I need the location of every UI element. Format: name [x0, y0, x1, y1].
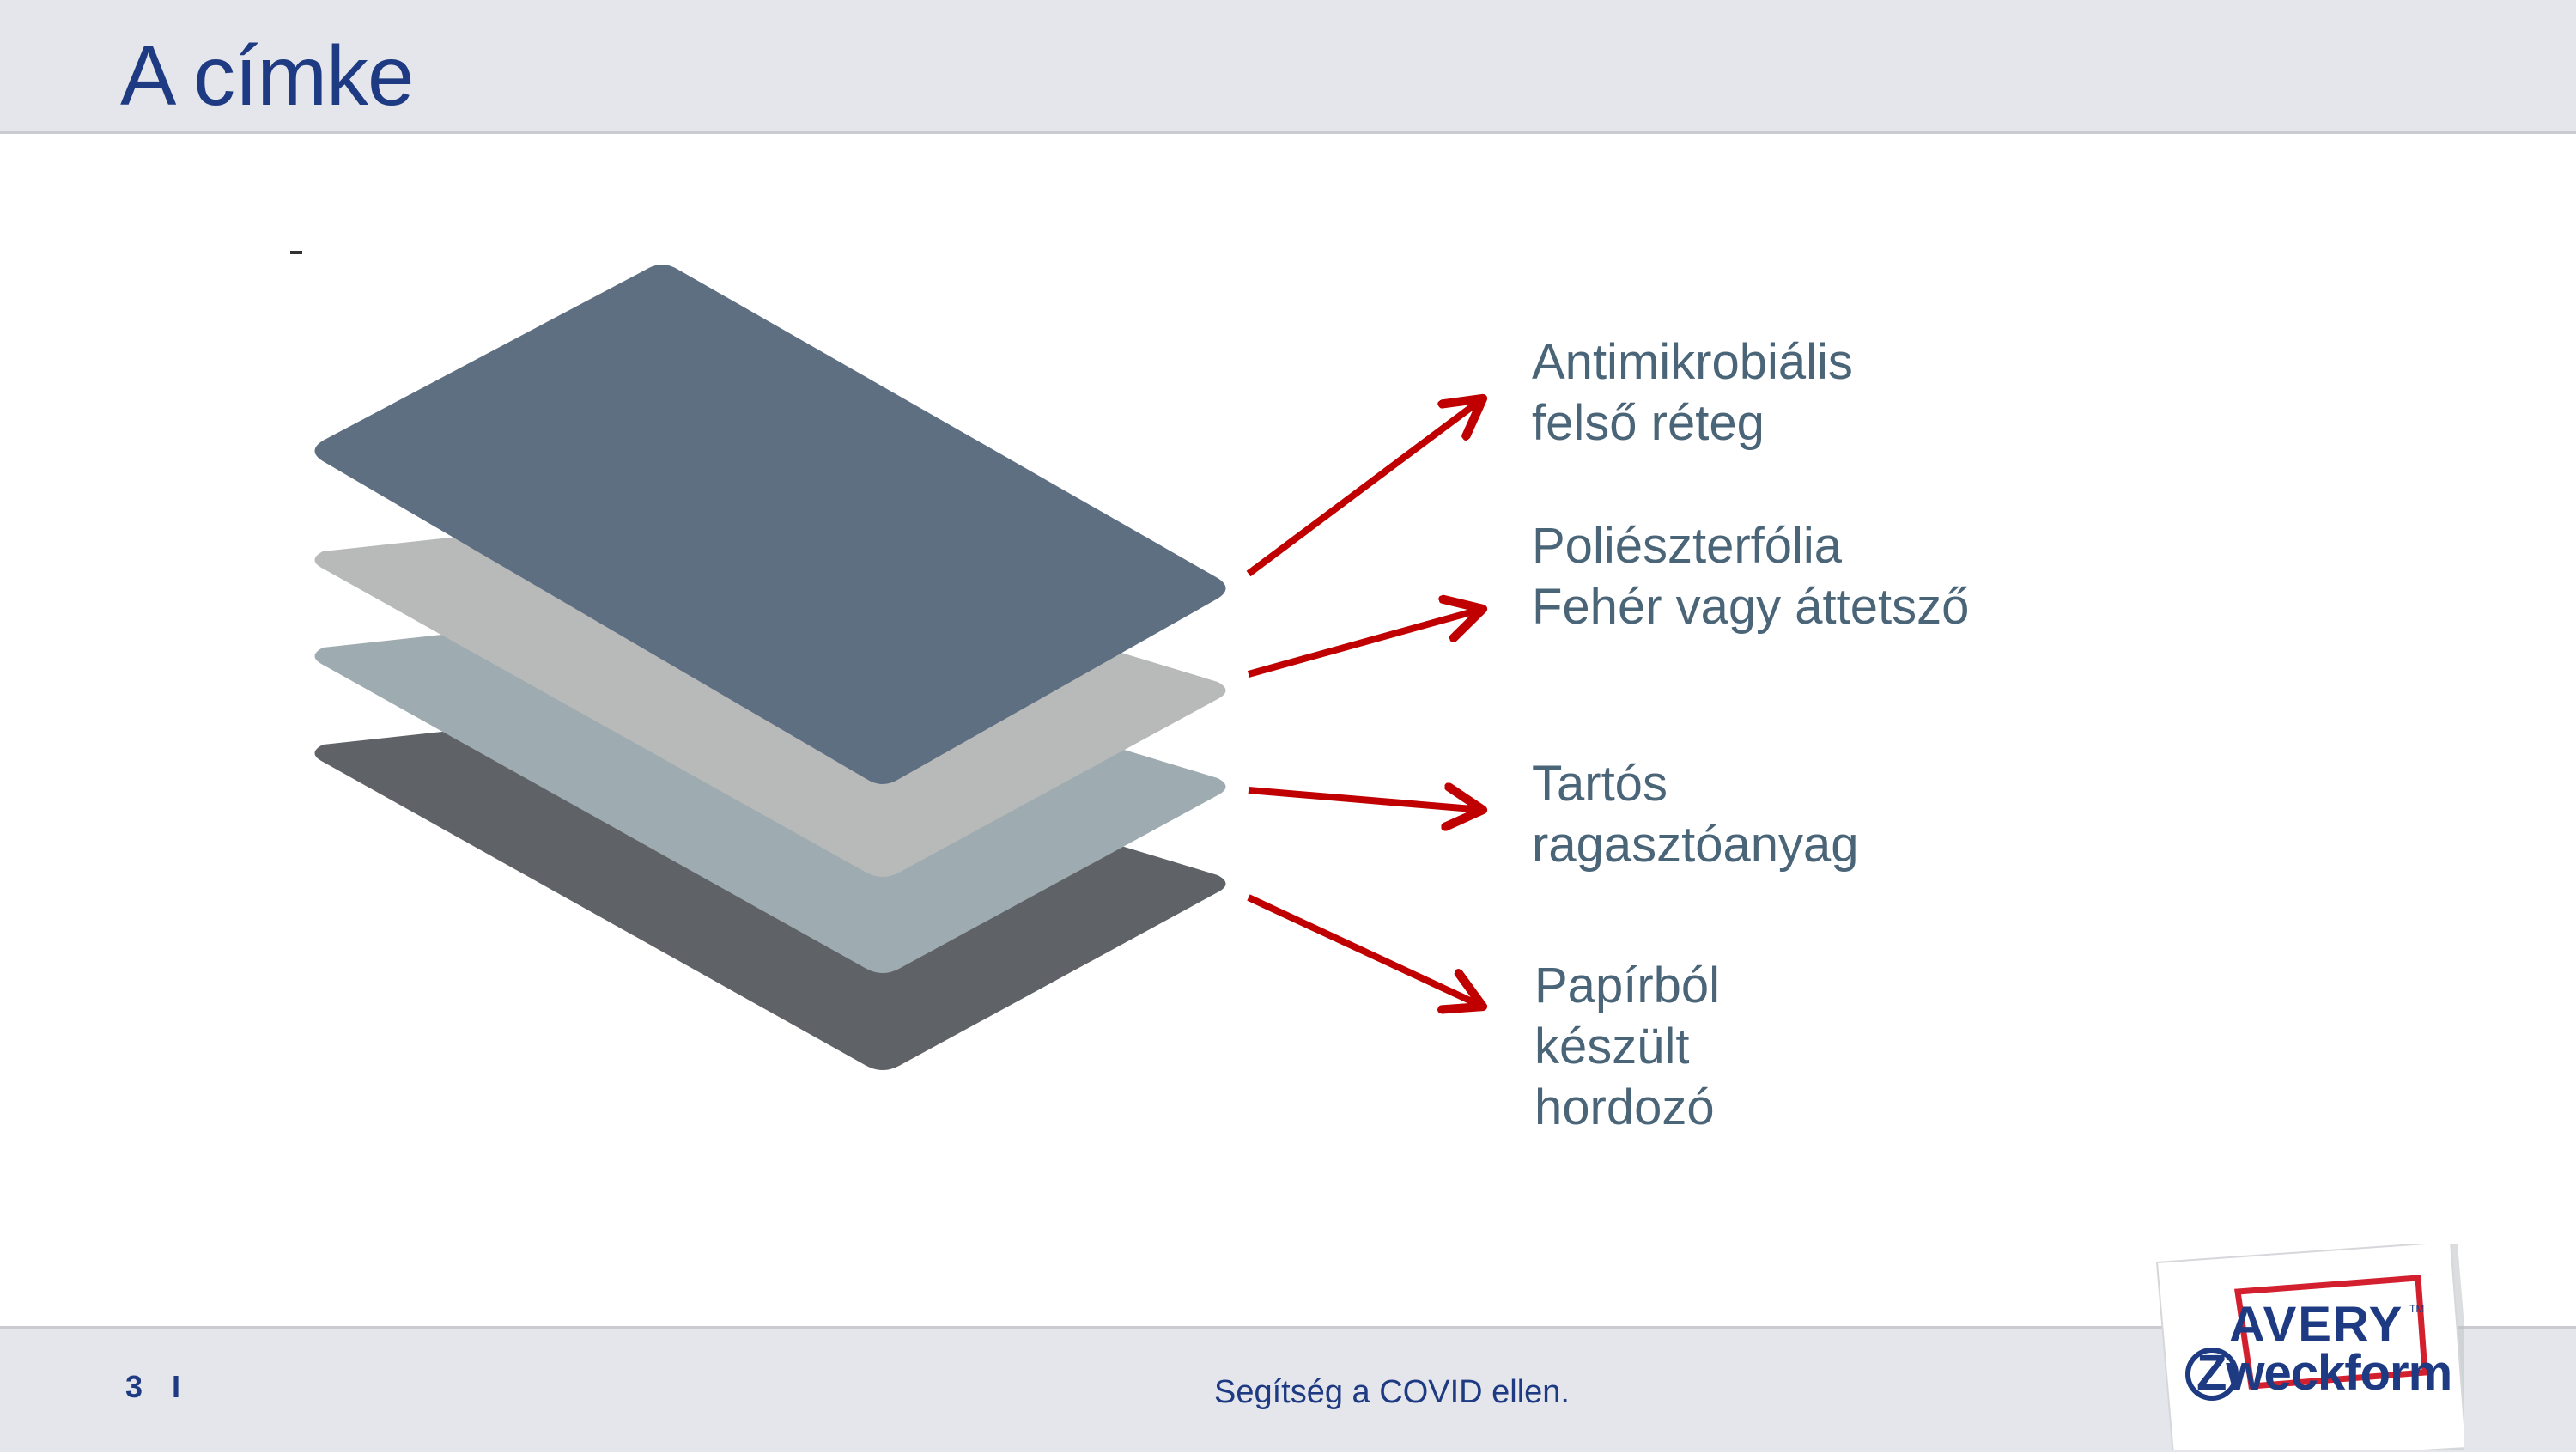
title-bar: A címke	[0, 0, 2576, 134]
arrow-top-layer	[1246, 398, 1483, 577]
logo-text-avery: AVERY	[2229, 1297, 2403, 1353]
label-line: Tartós	[1532, 756, 1668, 812]
label-line: ragasztóanyag	[1532, 817, 1859, 873]
label-line: hordozó	[1534, 1080, 1715, 1135]
label-line: Poliészterfólia	[1532, 518, 1843, 574]
zweckform-circle-icon	[2185, 1348, 2239, 1401]
label-line: Antimikrobiális	[1532, 334, 1853, 390]
layer-antimicrobial-top	[314, 265, 1226, 784]
label-line: Papírból	[1534, 958, 1721, 1013]
label-line: készült	[1534, 1019, 1690, 1074]
label-line: Fehér vagy áttetsző	[1532, 579, 1970, 635]
avery-zweckform-logo: AVERY TM Zweckform	[2155, 1240, 2475, 1454]
arrow-polyester	[1247, 609, 1483, 678]
label-adhesive: Tartós ragasztóanyag	[1532, 753, 1858, 875]
footer-bar	[0, 1326, 2576, 1452]
label-line: felső réteg	[1532, 395, 1765, 451]
stray-dash	[290, 251, 302, 254]
label-antimicrobial-top: Antimikrobiális felső réteg	[1532, 332, 1853, 453]
arrow-adhesive	[1248, 790, 1483, 810]
footer-tagline: Segítség a COVID ellen.	[1214, 1374, 1570, 1410]
trademark-mark: TM	[2409, 1303, 2424, 1315]
logo-card: AVERY TM Zweckform	[2155, 1240, 2475, 1454]
arrow-substrate	[1247, 894, 1483, 1007]
page-title: A címke	[120, 28, 415, 123]
page-number: 3	[125, 1369, 143, 1404]
label-polyester-film: Poliészterfólia Fehér vagy áttetsző	[1532, 515, 1969, 637]
page-separator: I	[172, 1369, 181, 1404]
logo-text-zweckform: Zweckform	[2196, 1345, 2451, 1401]
label-substrate: Papírból készült hordozó	[1534, 955, 1720, 1138]
